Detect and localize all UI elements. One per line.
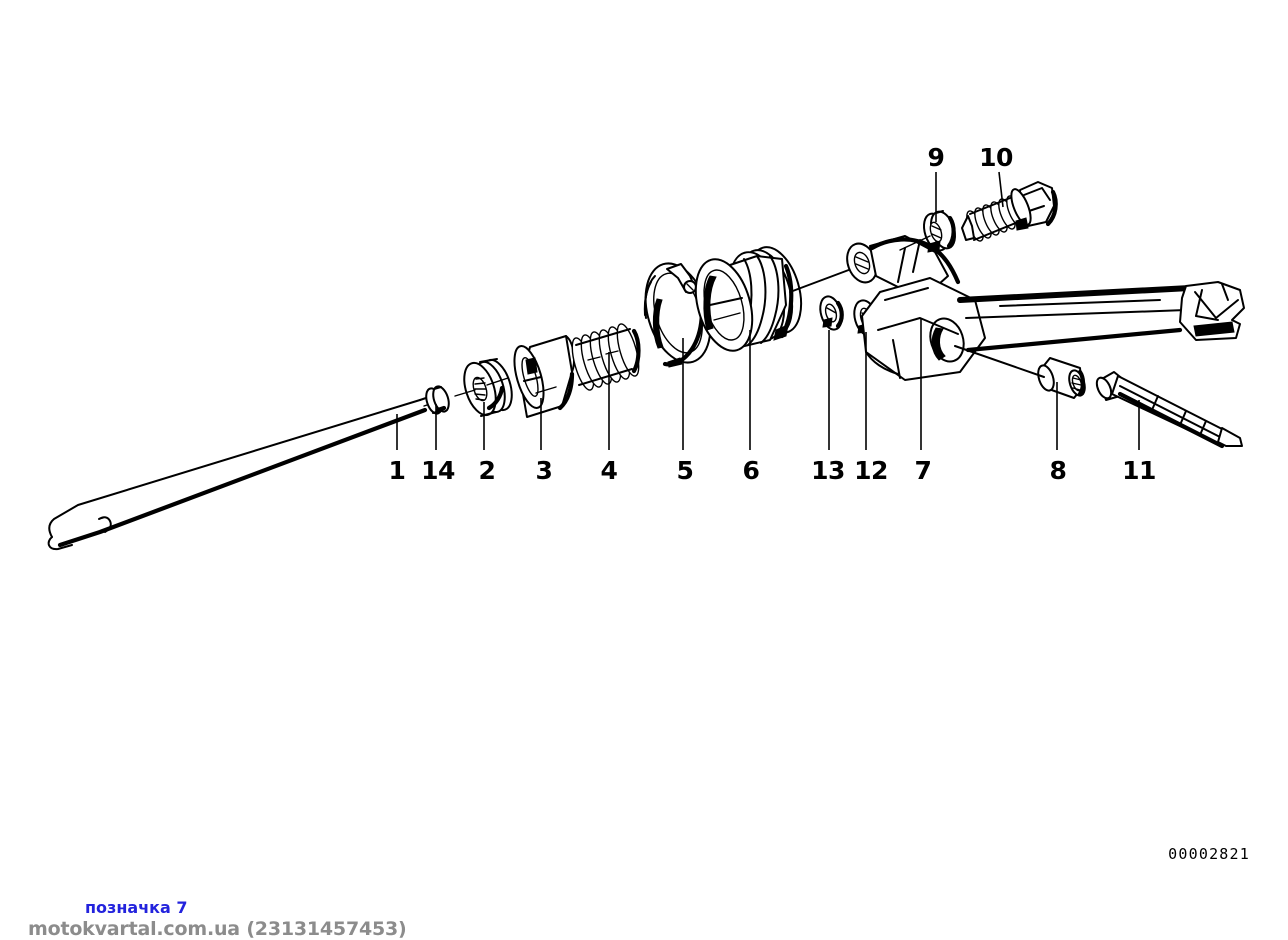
part-pivot-pin	[1095, 371, 1243, 449]
part-collar-ring	[425, 385, 450, 415]
callout-label-3: 3	[535, 456, 553, 485]
callout-leader-lines	[396, 171, 1140, 450]
callout-label-1: 1	[388, 456, 406, 485]
part-thrust-washer	[454, 358, 513, 417]
part-coil-spring	[571, 323, 641, 391]
callout-label-7: 7	[914, 456, 932, 485]
callout-label-12: 12	[854, 456, 888, 485]
callout-label-8: 8	[1049, 456, 1067, 485]
callout-label-4: 4	[600, 456, 618, 485]
callout-label-6: 6	[742, 456, 760, 485]
callout-label-14: 14	[421, 456, 455, 485]
callout-label-11: 11	[1122, 456, 1156, 485]
parts-diagram-canvas: 1 14 2 3 4 5 6 13 12 7 8 11 9 10	[47, 143, 1245, 551]
watermark-site-text: motokvartal.com.ua (23131457453)	[28, 918, 407, 940]
callout-label-5: 5	[676, 456, 694, 485]
callout-label-13: 13	[811, 456, 845, 485]
part-selector-lever	[846, 235, 1245, 381]
callout-label-2: 2	[478, 456, 496, 485]
diagram-id-label: 00002821	[1168, 845, 1250, 863]
part-joint-sleeve	[694, 246, 863, 352]
part-shift-rod	[47, 395, 437, 551]
watermark-tag-text: позначка 7	[85, 898, 188, 917]
part-lock-ring-small	[819, 295, 844, 331]
part-hex-bolt	[961, 181, 1058, 242]
part-bushing	[513, 335, 575, 418]
callout-label-10: 10	[979, 143, 1013, 172]
part-washer	[899, 210, 956, 253]
callout-label-9: 9	[927, 143, 945, 172]
exploded-parts-illustration	[47, 171, 1245, 551]
part-bearing-bush	[954, 345, 1086, 399]
